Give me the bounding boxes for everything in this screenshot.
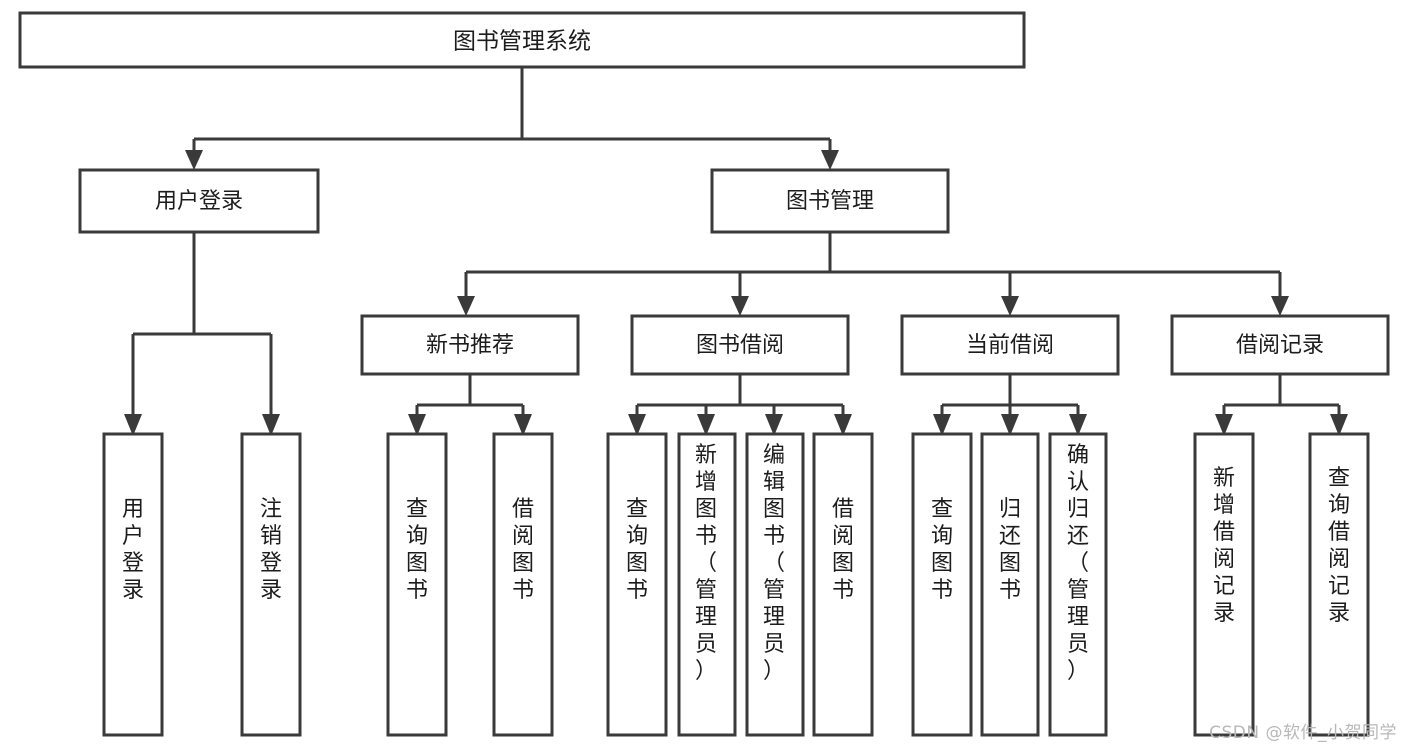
node-book-borrow[interactable]: 图书借阅 [630, 314, 850, 376]
node-book-borrow-label: 图书借阅 [696, 333, 784, 358]
node-leaf-2[interactable]: 注销登录 [240, 432, 302, 737]
node-current-borrow[interactable]: 当前借阅 [900, 314, 1120, 376]
node-leaf-6[interactable]: 新增图书（管理员） [677, 432, 737, 737]
node-leaf-1-box[interactable] [102, 432, 164, 737]
node-book-manage-box[interactable] [710, 168, 950, 234]
node-leaf-11[interactable]: 确认归还（管理员） [1048, 432, 1108, 737]
node-leaf-5-label: 查询图书 [626, 497, 648, 603]
node-leaf-9-box[interactable] [911, 432, 973, 737]
node-leaf-3[interactable]: 查询图书 [386, 432, 448, 737]
node-leaf-2-label: 注销登录 [260, 497, 282, 603]
node-leaf-8-box[interactable] [812, 432, 874, 737]
node-leaf-8-label: 借阅图书 [832, 497, 854, 603]
arrow-head-leaf-7 [765, 414, 783, 436]
node-current-borrow-box[interactable] [900, 314, 1120, 376]
node-borrow-record-box[interactable] [1170, 314, 1390, 376]
node-leaf-3-label: 查询图书 [406, 497, 428, 603]
node-leaf-12-label: 新增借阅记录 [1213, 466, 1235, 626]
node-borrow-record-label: 借阅记录 [1236, 333, 1324, 358]
node-leaf-9-label: 查询图书 [931, 497, 953, 603]
node-leaf-4-label: 借阅图书 [512, 497, 534, 603]
node-book-manage-label: 图书管理 [786, 189, 874, 214]
node-user-login-label: 用户登录 [155, 189, 243, 214]
arrow-head-current-borrow [1001, 296, 1019, 316]
edge-layer [124, 67, 1348, 436]
node-leaf-12[interactable]: 新增借阅记录 [1193, 432, 1255, 737]
node-leaf-2-box[interactable] [240, 432, 302, 737]
node-leaf-10[interactable]: 归还图书 [980, 432, 1040, 737]
node-leaf-1-label: 用户登录 [122, 497, 144, 603]
node-borrow-record[interactable]: 借阅记录 [1170, 314, 1390, 376]
node-leaf-4-box[interactable] [492, 432, 554, 737]
arrow-head-leaf-4 [514, 414, 532, 436]
arrow-head-new-book-rec [457, 296, 475, 316]
node-root[interactable]: 图书管理系统 [18, 11, 1026, 69]
node-book-borrow-box[interactable] [630, 314, 850, 376]
node-root-box[interactable] [18, 11, 1026, 69]
arrow-head-user-login [185, 150, 203, 170]
node-leaf-7-label: 编辑图书（管理员） [763, 443, 785, 684]
arrow-head-leaf-8 [834, 414, 852, 436]
node-leaf-12-box[interactable] [1193, 432, 1255, 737]
node-leaf-13[interactable]: 查询借阅记录 [1308, 432, 1370, 737]
node-new-book-rec-label: 新书推荐 [426, 333, 514, 358]
node-new-book-rec[interactable]: 新书推荐 [360, 314, 580, 376]
arrow-head-leaf-3 [408, 414, 426, 436]
arrow-head-leaf-6 [697, 414, 715, 436]
arrow-head-leaf-5 [628, 414, 646, 436]
arrow-head-leaf-13 [1330, 414, 1348, 436]
arrow-head-borrow-record [1271, 296, 1289, 316]
node-leaf-10-box[interactable] [980, 432, 1040, 737]
arrow-head-leaf-12 [1215, 414, 1233, 436]
node-user-login-box[interactable] [78, 168, 320, 234]
node-current-borrow-label: 当前借阅 [966, 333, 1054, 358]
node-leaf-11-box[interactable] [1048, 432, 1108, 737]
node-leaf-5-box[interactable] [606, 432, 668, 737]
arrow-head-book-manage [821, 150, 839, 170]
node-leaf-6-box[interactable] [677, 432, 737, 737]
node-leaf-13-box[interactable] [1308, 432, 1370, 737]
arrow-head-leaf-10 [1001, 414, 1019, 436]
node-leaf-5[interactable]: 查询图书 [606, 432, 668, 737]
node-leaf-1[interactable]: 用户登录 [102, 432, 164, 737]
arrow-head-leaf-1 [124, 414, 142, 436]
node-leaf-8[interactable]: 借阅图书 [812, 432, 874, 737]
node-leaf-7-box[interactable] [745, 432, 805, 737]
node-book-manage[interactable]: 图书管理 [710, 168, 950, 234]
node-leaf-3-box[interactable] [386, 432, 448, 737]
arrow-head-book-borrow [731, 296, 749, 316]
node-new-book-rec-box[interactable] [360, 314, 580, 376]
node-leaf-6-label: 新增图书（管理员） [695, 443, 717, 684]
node-leaf-11-label: 确认归还（管理员） [1067, 443, 1089, 684]
arrow-head-leaf-11 [1069, 414, 1087, 436]
watermark-text: CSDN @软件_小贺同学 [1209, 723, 1397, 743]
node-leaf-10-label: 归还图书 [999, 497, 1021, 603]
node-leaf-9[interactable]: 查询图书 [911, 432, 973, 737]
node-leaf-7[interactable]: 编辑图书（管理员） [745, 432, 805, 737]
arrow-head-leaf-2 [262, 414, 280, 436]
node-root-label: 图书管理系统 [453, 29, 591, 55]
node-user-login[interactable]: 用户登录 [78, 168, 320, 234]
node-leaf-4[interactable]: 借阅图书 [492, 432, 554, 737]
node-leaf-13-label: 查询借阅记录 [1328, 466, 1350, 626]
arrow-head-leaf-9 [933, 414, 951, 436]
